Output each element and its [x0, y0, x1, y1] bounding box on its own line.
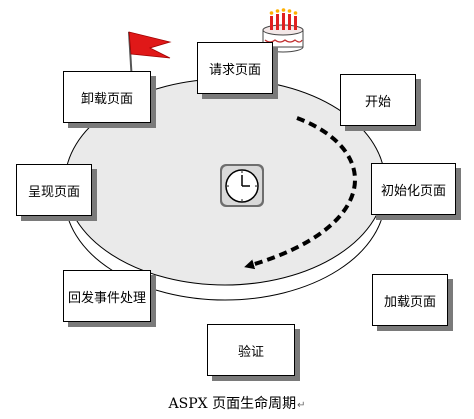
stage-validate: 验证 — [207, 324, 295, 376]
stage-postback-handling: 回发事件处理 — [63, 270, 151, 322]
caption-text: ASPX 页面生命周期 — [168, 396, 297, 412]
stage-label: 请求页面 — [208, 62, 261, 78]
stage-init-page: 初始化页面 — [371, 163, 456, 215]
stage-start: 开始 — [340, 74, 416, 126]
paragraph-mark-icon: ↵ — [297, 400, 306, 411]
birthday-cake-icon — [262, 8, 304, 53]
stage-label: 初始化页面 — [380, 183, 446, 199]
stage-unload-page: 卸载页面 — [63, 71, 151, 123]
stage-request-page: 请求页面 — [197, 42, 273, 94]
stage-label: 验证 — [237, 344, 264, 360]
stage-label: 呈现页面 — [27, 184, 80, 200]
stage-load-page: 加载页面 — [372, 274, 448, 326]
stage-render-page: 呈现页面 — [16, 164, 92, 216]
diagram-caption: ASPX 页面生命周期↵ — [0, 393, 474, 413]
clock-icon — [220, 164, 264, 207]
dashed-arrow-icon — [244, 116, 357, 270]
stage-label: 开始 — [364, 94, 391, 110]
stage-label: 卸载页面 — [80, 91, 133, 107]
stage-label: 回发事件处理 — [67, 290, 146, 306]
stage-label: 加载页面 — [383, 294, 436, 310]
